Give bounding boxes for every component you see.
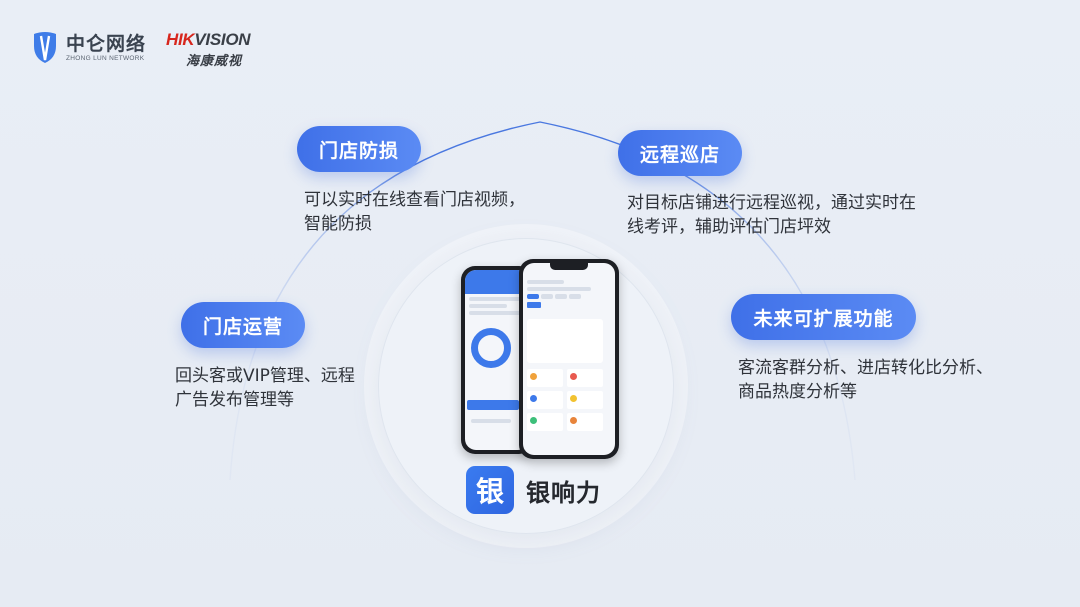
feature-pill-future: 未来可扩展功能: [731, 294, 916, 340]
desc-line: 商品热度分析等: [738, 382, 857, 402]
donut-chart-graphic: [471, 328, 511, 368]
feature-desc-future: 客流客群分析、进店转化比分析、 商品热度分析等: [738, 356, 993, 404]
hikvision-name-dark: VISION: [194, 30, 251, 49]
app-name: 银响力: [526, 478, 601, 507]
feature-desc-remote-patrol: 对目标店铺进行远程巡视，通过实时在 线考评，辅助评估门店坪效: [627, 191, 916, 239]
app-brand: 银 银响力: [466, 466, 601, 514]
desc-line: 线考评，辅助评估门店坪效: [627, 217, 831, 237]
feature-pill-store-ops: 门店运营: [181, 302, 305, 348]
hikvision-name-red: HIK: [166, 30, 195, 49]
desc-line: 智能防损: [304, 214, 372, 234]
desc-line: 广告发布管理等: [175, 390, 294, 410]
zhonglun-name-en: ZHONG LUN NETWORK: [66, 54, 145, 62]
shield-logo-icon: [34, 32, 56, 63]
desc-line: 可以实时在线查看门店视频，: [304, 190, 525, 210]
zhonglun-name: 中仑网络: [66, 32, 147, 55]
feature-pill-loss-prevention: 门店防损: [297, 126, 421, 172]
zhonglun-logo: 中仑网络 ZHONG LUN NETWORK: [32, 30, 146, 64]
feature-desc-loss-prevention: 可以实时在线查看门店视频， 智能防损: [304, 188, 525, 236]
hikvision-name-cn: 海康威视: [186, 54, 243, 69]
feature-desc-store-ops: 回头客或VIP管理、远程 广告发布管理等: [175, 364, 355, 412]
desc-line: 对目标店铺进行远程巡视，通过实时在: [627, 193, 916, 213]
desc-line: 回头客或VIP管理、远程: [175, 366, 355, 386]
hikvision-logo: HIKVISION 海康威视: [166, 30, 251, 69]
feature-pill-remote-patrol: 远程巡店: [618, 130, 742, 176]
desc-line: 客流客群分析、进店转化比分析、: [738, 358, 993, 378]
phone-mockup-front: [519, 259, 619, 459]
yinxiangli-app-icon: 银: [466, 466, 514, 514]
